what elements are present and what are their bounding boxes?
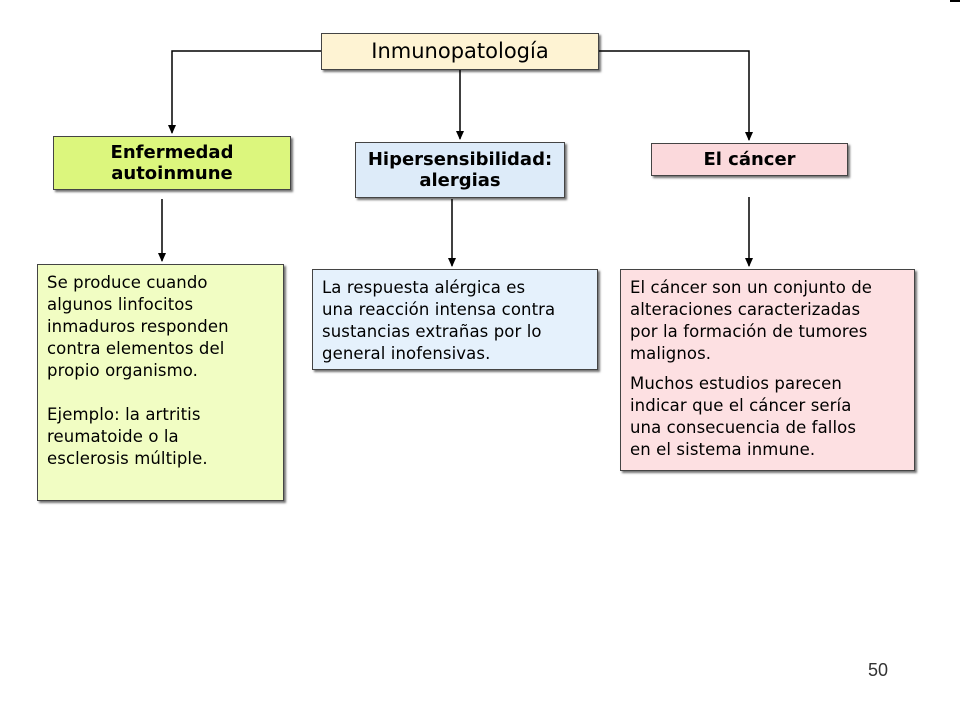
heading-line: El cáncer — [703, 149, 796, 170]
description-line: La respuesta alérgica es — [322, 278, 526, 297]
description-line: El cáncer son un conjunto de — [630, 278, 873, 297]
description-line: algunos linfocitos — [47, 295, 194, 314]
description-line: malignos. — [630, 344, 712, 363]
connector-root-to-cancer — [599, 50, 753, 141]
corner-mark — [950, 0, 960, 2]
description-line: Muchos estudios parecen — [630, 374, 842, 393]
connector-root-to-autoimmune — [168, 50, 321, 134]
heading-line: alergias — [419, 170, 501, 191]
root-title: Inmunopatología — [371, 39, 549, 63]
description-line: una consecuencia de fallos — [630, 418, 857, 437]
heading-line: Hipersensibilidad: — [367, 149, 553, 170]
description-line: general inofensivas. — [322, 344, 491, 363]
root-node-immunopathology: Inmunopatología — [321, 33, 599, 70]
description-line: en el sistema inmune. — [630, 440, 816, 459]
example-line: reumatoide o la — [47, 427, 179, 446]
heading-line: autoinmune — [111, 163, 233, 184]
example-line: Ejemplo: la artritis — [47, 405, 201, 424]
body-autoimmune-description: Se produce cuando algunos linfocitos inm… — [37, 264, 284, 501]
description-line: sustancias extrañas por lo — [322, 322, 542, 341]
description-line: indicar que el cáncer sería — [630, 396, 852, 415]
description-line: propio organismo. — [47, 361, 199, 380]
description-line: una reacción intensa contra — [322, 300, 556, 319]
body-cancer-description: El cáncer son un conjunto de alteracione… — [620, 269, 915, 471]
page-number: 50 — [868, 660, 889, 680]
heading-hypersensitivity-allergies: Hipersensibilidad: alergias — [355, 142, 565, 198]
heading-cancer: El cáncer — [651, 143, 848, 176]
description-line: alteraciones caracterizadas — [630, 300, 861, 319]
heading-line: Enfermedad — [110, 142, 234, 163]
example-line: esclerosis múltiple. — [47, 449, 208, 468]
heading-autoimmune-disease: Enfermedad autoinmune — [53, 136, 291, 190]
description-line: contra elementos del — [47, 339, 225, 358]
body-allergy-description: La respuesta alérgica es una reacción in… — [312, 269, 598, 370]
description-line: Se produce cuando — [47, 273, 208, 292]
description-line: por la formación de tumores — [630, 322, 868, 341]
description-line: inmaduros responden — [47, 317, 229, 336]
